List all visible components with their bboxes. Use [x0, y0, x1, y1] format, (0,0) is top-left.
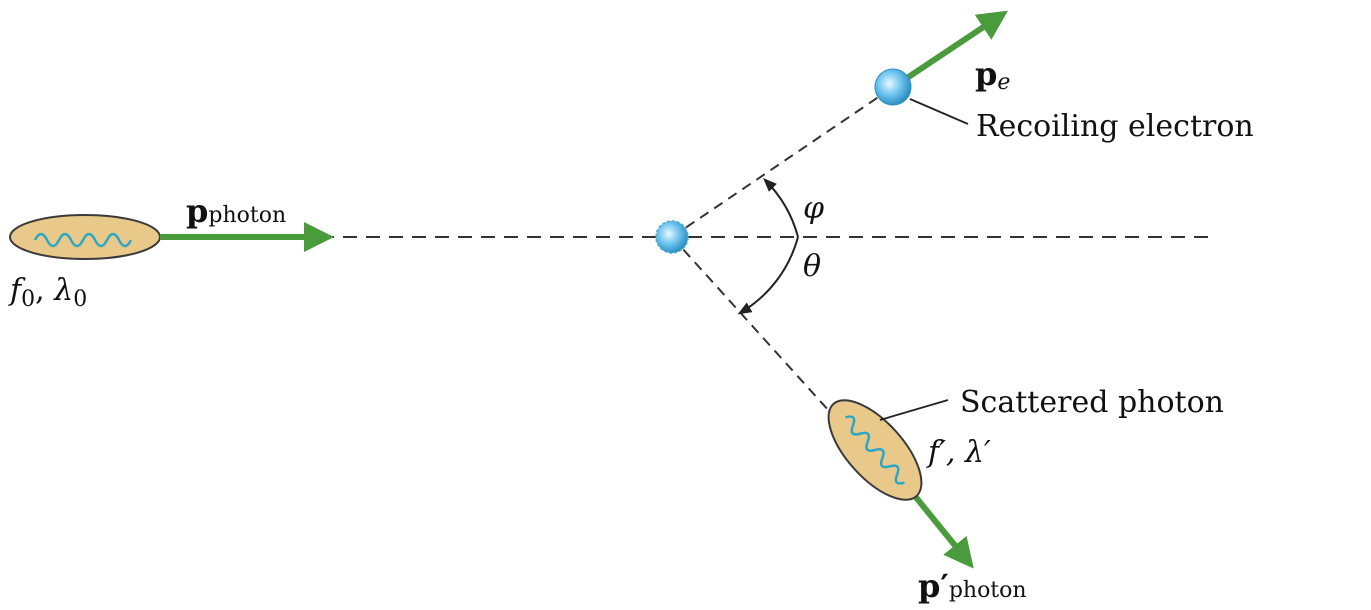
electron-leader-line: [909, 98, 969, 125]
recoiling-electron-label: Recoiling electron: [976, 109, 1254, 144]
incident-freq-subscript: 0: [21, 287, 35, 312]
electron-momentum-label: pe: [975, 55, 1010, 95]
theta-label: θ: [803, 249, 821, 284]
scattered-momentum-subscript: photon: [949, 578, 1027, 603]
recoiling-electron-sphere: [874, 68, 912, 106]
scattered-path-line: [671, 236, 831, 413]
theta-angle-arc: [737, 236, 799, 315]
incident-momentum-label: pphoton: [186, 192, 286, 230]
electron-path-line: [671, 95, 881, 238]
electron-momentum-symbol: p: [975, 55, 997, 93]
incident-freq-label: f0, λ0: [8, 273, 87, 312]
scattered-momentum-label: p′photon: [918, 567, 1027, 605]
incident-wave-icon: [33, 232, 133, 248]
incident-wavelength-subscript: 0: [73, 287, 87, 312]
scattered-wave-icon: [845, 415, 905, 485]
target-electron: [655, 220, 689, 254]
incident-wavelength-symbol: λ: [53, 273, 73, 308]
scattered-freq-label: f′, λ′: [926, 435, 991, 470]
phi-label: φ: [803, 191, 824, 226]
scattered-photon-label: Scattered photon: [960, 385, 1224, 420]
incident-photon: [9, 214, 334, 260]
scattered-momentum-arrow: [907, 488, 974, 569]
scattered-leader-line: [879, 399, 949, 421]
scattered-momentum-symbol: p′: [918, 567, 949, 605]
incident-freq-separator: ,: [35, 273, 54, 308]
electron-momentum-subscript: e: [997, 70, 1010, 95]
scattered-photon: [827, 399, 974, 569]
incident-momentum-subscript: photon: [208, 203, 286, 228]
incident-momentum-symbol: p: [186, 192, 208, 230]
phi-angle-arc: [763, 178, 799, 238]
electron-momentum-arrow: [893, 10, 1008, 89]
recoiling-electron: [874, 10, 1008, 125]
